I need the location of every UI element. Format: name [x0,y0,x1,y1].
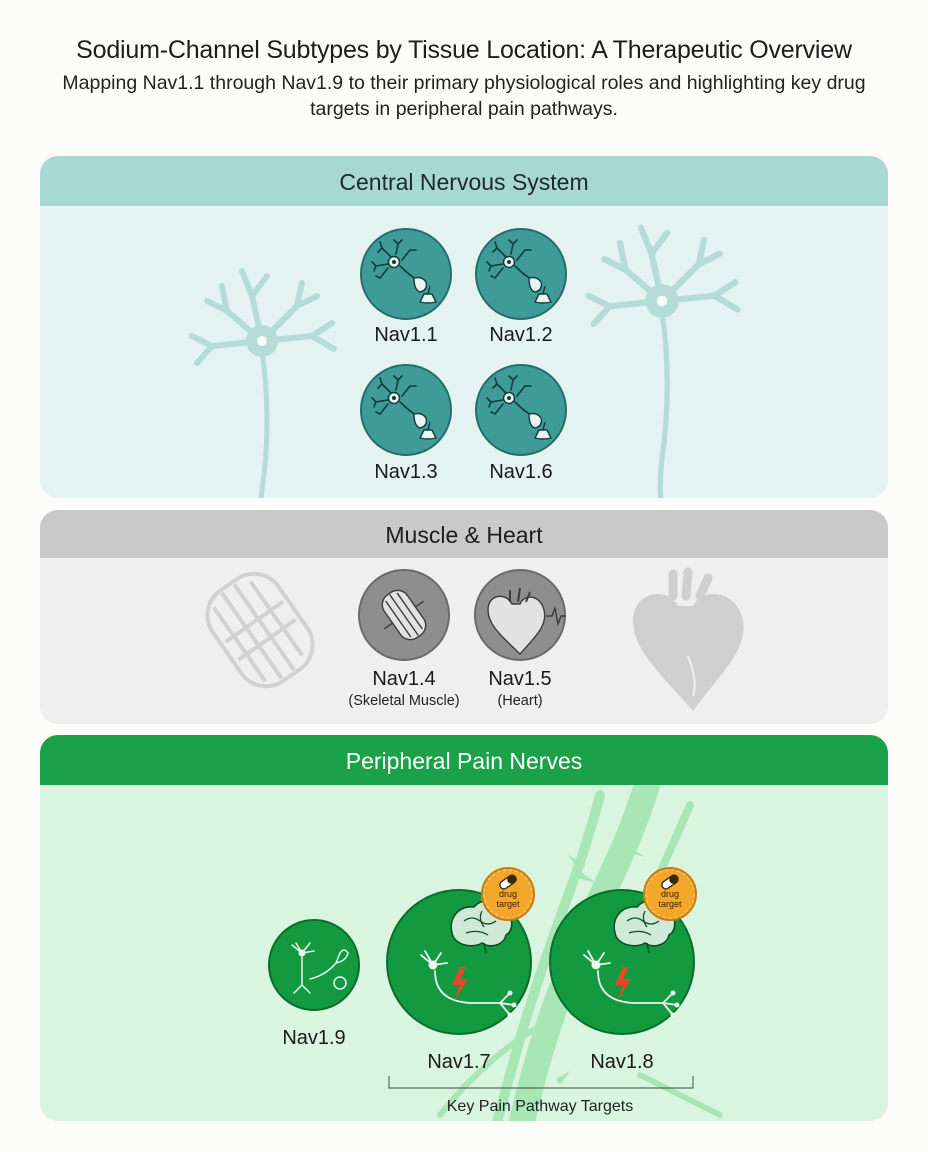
page-subtitle: Mapping Nav1.1 through Nav1.9 to their p… [62,72,866,120]
background-lightning-icon [546,835,646,1091]
channel-nav1-6-icon [475,364,567,456]
key-targets-bracket [388,1076,694,1089]
badge-line2: target [496,899,520,909]
muscle-heart-illustration [205,567,744,711]
label-nav1-5-tissue: (Heart) [497,693,543,709]
cns-illustration [40,206,888,498]
lightning-icon [452,967,468,1001]
channel-nav1-1-icon [360,228,452,320]
panel-title-peripheral: Peripheral Pain Nerves [40,735,888,785]
drug-target-badge-nav1-7: drug target [481,867,535,921]
drug-target-badge-nav1-8: drug target [643,867,697,921]
channel-nav1-9-icon [268,919,360,1011]
label-nav1-6: Nav1.6 [489,461,553,483]
key-pain-pathway-label: Key Pain Pathway Targets [446,1098,634,1115]
label-nav1-3: Nav1.3 [374,461,438,483]
background-muscle-icon [205,571,315,689]
label-nav1-4-tissue: (Skeletal Muscle) [348,693,460,709]
label-nav1-1: Nav1.1 [374,324,438,346]
label-nav1-8: Nav1.8 [590,1051,654,1073]
peripheral-illustration: drug target [268,785,723,1121]
label-nav1-4: Nav1.4 [372,668,436,690]
panel-peripheral-pain-nerves: Peripheral Pain Nerves [40,735,888,1121]
background-neuron-icon-right [589,228,738,499]
channel-nav1-2-icon [475,228,567,320]
channel-nav1-3-icon [360,364,452,456]
label-nav1-9: Nav1.9 [282,1027,346,1049]
background-heart-icon [633,567,744,711]
panel-title-muscle-heart: Muscle & Heart [40,510,888,558]
badge-line1: drug [499,889,517,899]
label-nav1-7: Nav1.7 [427,1051,491,1073]
panel-muscle-heart: Muscle & Heart [40,510,888,724]
channel-nav1-8-icon [549,889,695,1035]
channel-nav1-4-icon [358,569,450,661]
background-neuron-icon [192,271,334,498]
panel-central-nervous-system: Central Nervous System Nav1.1 Nav1.2 [40,156,888,498]
panel-title-cns: Central Nervous System [40,156,888,206]
label-nav1-2: Nav1.2 [489,324,553,346]
page-title: Sodium-Channel Subtypes by Tissue Locati… [76,36,852,64]
badge-line1-b: drug [661,889,679,899]
channel-nav1-5-icon [474,569,566,661]
pill-icon [499,874,517,890]
label-nav1-5: Nav1.5 [488,668,552,690]
badge-line2-b: target [658,899,682,909]
